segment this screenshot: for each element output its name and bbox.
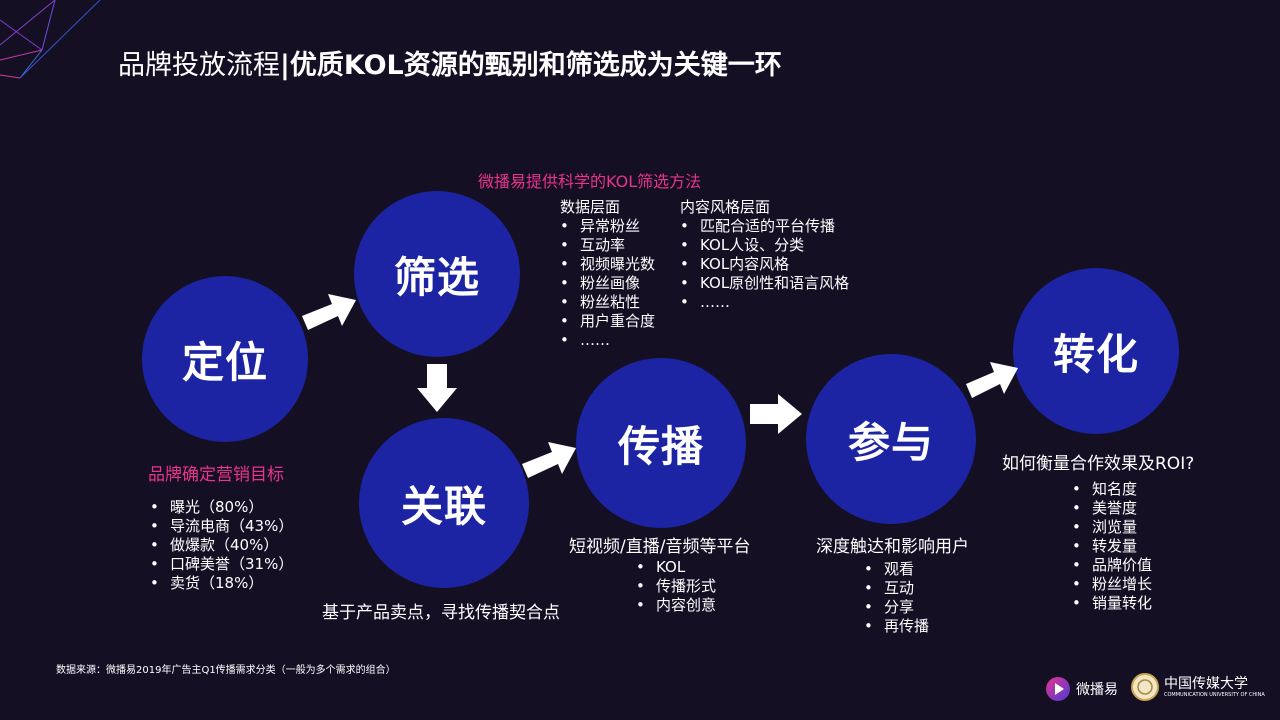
brand-logo: 微播易 [1044,675,1118,703]
list-item: KOL原创性和语言风格 [680,274,849,293]
list-item: 再传播 [864,617,929,636]
list-item: KOL内容风格 [680,255,849,274]
list-item: 匹配合适的平台传播 [680,217,849,236]
step-circle-screening: 筛选 [354,191,520,357]
corner-decoration [0,0,101,79]
list-item: KOL [636,558,716,577]
list-item: 转发量 [1072,537,1152,556]
list-item: 粉丝粘性 [560,293,655,312]
list-item: 卖货（18%） [150,574,293,593]
participation-heading: 深度触达和影响用户 [816,537,969,557]
step-circle-association: 关联 [359,418,529,588]
data-level-block: 数据层面 异常粉丝 互动率 视频曝光数 粉丝画像 粉丝粘性 用户重合度 …… [560,198,655,350]
list-item: 传播形式 [636,577,716,596]
step-circle-conversion: 转化 [1013,268,1179,434]
university-logo-en: COMMUNICATION UNIVERSITY OF CHINA [1164,691,1265,698]
data-level-list: 异常粉丝 互动率 视频曝光数 粉丝画像 粉丝粘性 用户重合度 …… [560,217,655,350]
right-arrow-icon [750,394,802,434]
positioning-list: 曝光（80%） 导流电商（43%） 做爆款（40%） 口碑美誉（31%） 卖货（… [150,498,293,593]
step-circle-propagation: 传播 [576,358,746,528]
list-item: …… [680,293,849,312]
list-item: 美誉度 [1072,499,1152,518]
content-level-heading: 内容风格层面 [680,198,771,216]
conversion-list: 知名度 美誉度 浏览量 转发量 品牌价值 粉丝增长 销量转化 [1072,480,1152,613]
list-item: 做爆款（40%） [150,536,293,555]
list-item: 导流电商（43%） [150,517,293,536]
step-label-positioning: 定位 [181,337,268,387]
list-item: 互动率 [560,236,655,255]
list-item: 用户重合度 [560,312,655,331]
right-arrow-icon [522,442,576,478]
association-caption: 基于产品卖点，寻找传播契合点 [322,603,560,623]
step-label-participation: 参与 [847,417,934,467]
page-title: 品牌投放流程|优质KOL资源的甄别和筛选成为关键一环 [118,46,782,86]
list-item: 观看 [864,560,929,579]
data-level-heading: 数据层面 [560,198,621,216]
step-circle-participation: 参与 [806,354,976,524]
weiboyi-logo-icon [1046,677,1070,701]
title-bold: |优质KOL资源的甄别和筛选成为关键一环 [280,50,782,81]
university-logo: 中国传媒大学 COMMUNICATION UNIVERSITY OF CHINA [1130,672,1265,702]
participation-list: 观看 互动 分享 再传播 [864,560,929,636]
brand-logo-text: 微播易 [1076,682,1118,698]
step-label-screening: 筛选 [393,252,480,302]
propagation-heading: 短视频/直播/音频等平台 [569,537,751,557]
step-label-propagation: 传播 [617,421,704,471]
list-item: 品牌价值 [1072,556,1152,575]
list-item: 知名度 [1072,480,1152,499]
right-arrow-icon [966,362,1018,398]
list-item: 内容创意 [636,596,716,615]
positioning-heading: 品牌确定营销目标 [148,465,284,485]
list-item: 分享 [864,598,929,617]
list-item: 互动 [864,579,929,598]
list-item: 曝光（80%） [150,498,293,517]
step-label-conversion: 转化 [1052,329,1139,379]
list-item: …… [560,331,655,350]
propagation-list: KOL 传播形式 内容创意 [636,558,716,615]
list-item: 粉丝画像 [560,274,655,293]
university-logo-text: 中国传媒大学 [1164,675,1248,692]
title-light: 品牌投放流程 [118,50,280,81]
screening-method-title: 微播易提供科学的KOL筛选方法 [478,172,702,191]
step-label-association: 关联 [400,481,487,531]
conversion-heading: 如何衡量合作效果及ROI? [1002,454,1195,474]
content-level-block: 内容风格层面 匹配合适的平台传播 KOL人设、分类 KOL内容风格 KOL原创性… [680,198,849,312]
step-circle-positioning: 定位 [142,276,308,442]
list-item: 粉丝增长 [1072,575,1152,594]
list-item: KOL人设、分类 [680,236,849,255]
list-item: 视频曝光数 [560,255,655,274]
down-arrow-icon [417,364,457,412]
data-source-note: 数据来源：微播易2019年广告主Q1传播需求分类（一般为多个需求的组合） [56,665,396,676]
cuc-seal-icon [1131,673,1159,701]
list-item: 异常粉丝 [560,217,655,236]
content-level-list: 匹配合适的平台传播 KOL人设、分类 KOL内容风格 KOL原创性和语言风格 …… [680,217,849,312]
right-arrow-icon [302,294,356,330]
list-item: 销量转化 [1072,594,1152,613]
list-item: 口碑美誉（31%） [150,555,293,574]
list-item: 浏览量 [1072,518,1152,537]
